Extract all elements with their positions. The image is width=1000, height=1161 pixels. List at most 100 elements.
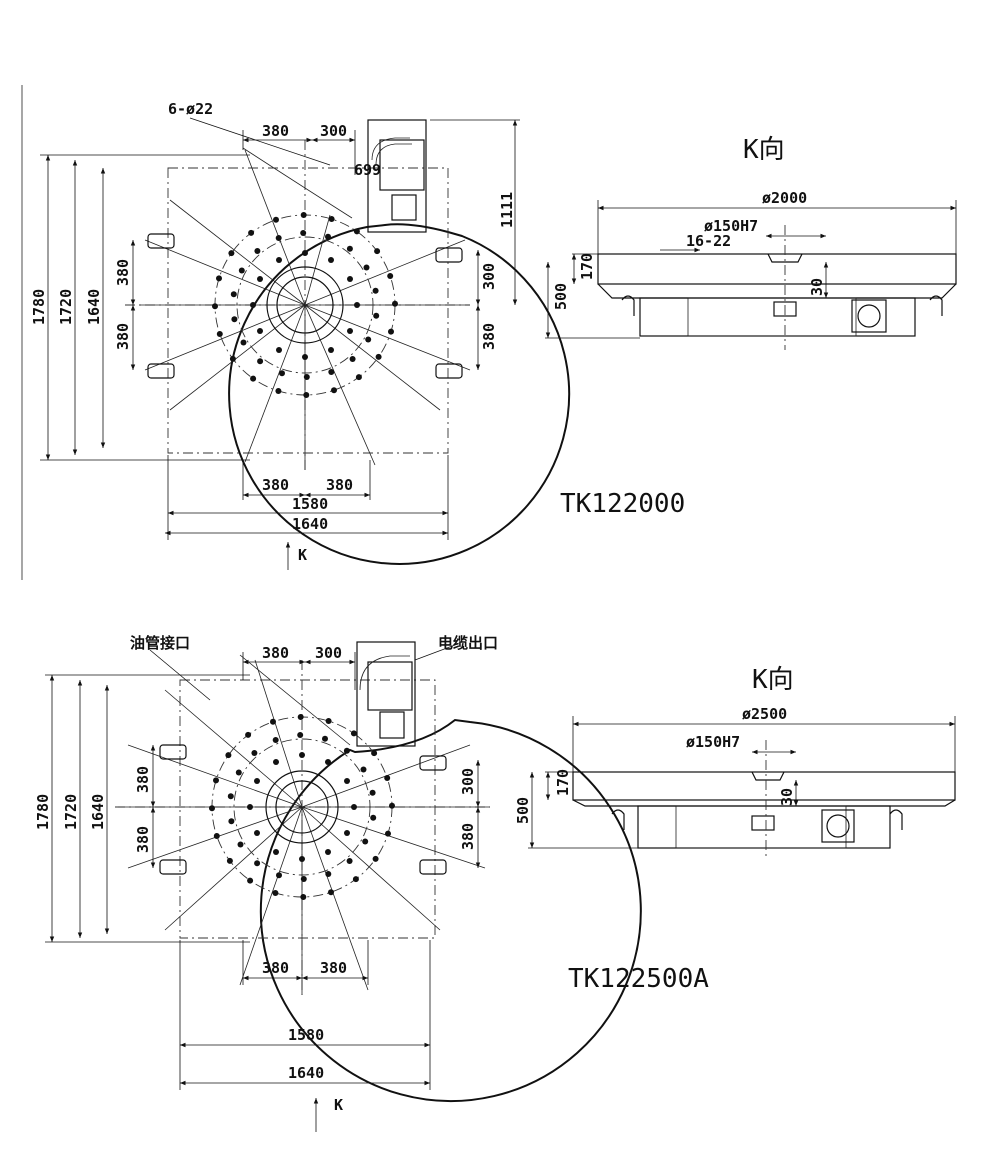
bolt-hole (300, 894, 307, 900)
bolt-hole (276, 347, 282, 353)
base-inner-1 (687, 297, 857, 337)
bolt-hole (372, 287, 379, 294)
dim-top-right-2: 300 (315, 644, 342, 662)
bolt-hole (303, 374, 310, 380)
table-edge-chord-2 (239, 654, 351, 746)
bolt-hole (247, 877, 254, 884)
dim-right-lower-2: 380 (459, 823, 477, 850)
table-edge-chord-1 (242, 147, 353, 219)
side-view-2: K向 ø2500 ø150H7 170 500 30 TK122500A (514, 665, 956, 994)
bolt-circle-inner-2 (233, 738, 371, 876)
side-dims-2 (528, 716, 956, 860)
bolt-hole (325, 718, 332, 724)
motor-circle-2 (826, 814, 850, 838)
bolt-hole (254, 830, 260, 836)
dim-top-left: 380 (262, 122, 289, 140)
bolt-hole (240, 339, 247, 346)
bolt-hole (375, 353, 382, 360)
bolt-hole (273, 216, 279, 223)
dim-overall-1640: 1640 (85, 289, 103, 325)
bolt-hole (370, 814, 377, 821)
bolt-hole (257, 328, 263, 334)
bolt-hole (228, 250, 235, 257)
bolt-hole (270, 718, 276, 725)
model-label-1: TK122000 (560, 489, 685, 519)
motor-end-2 (821, 809, 855, 843)
bolt-hole (226, 857, 233, 864)
bolt-hole (350, 730, 357, 737)
bolt-hole (248, 229, 255, 236)
bolt-hole (385, 830, 391, 837)
bolt-hole (213, 833, 220, 839)
dim-cable-offset: 699 (354, 161, 381, 179)
dim-bore-2: ø150H7 (686, 733, 740, 751)
motor-end-1 (851, 299, 887, 333)
bolt-hole (331, 387, 337, 394)
bolt-hole (237, 841, 244, 848)
bolt-hole (347, 328, 353, 334)
bolt-hole (325, 849, 331, 855)
bolt-hole (303, 392, 310, 398)
bolt-hole (328, 369, 335, 375)
bolt-hole (275, 388, 282, 394)
bolt-hole (230, 291, 237, 298)
bolt-hole (279, 370, 285, 377)
plan-dims-1 (40, 117, 520, 570)
dim-overall-1720-2: 1720 (62, 794, 80, 830)
dim-height-170-1: 170 (578, 253, 596, 280)
motor-box-2 (356, 641, 416, 747)
bolt-hole (257, 358, 264, 365)
table-chamfer-1 (597, 283, 957, 299)
bolt-hole (325, 233, 331, 240)
base-outline-1 (167, 167, 449, 454)
side-view-1: K向 ø2000 ø150H7 16-22 170 500 30 TK12200 (545, 135, 957, 519)
bolt-hole (272, 890, 279, 896)
bolt-hole (344, 778, 350, 784)
dim-bore-1: ø150H7 (704, 217, 758, 235)
base-body-1 (639, 297, 916, 337)
bolt-hole (216, 275, 222, 282)
dim-height-500-2: 500 (514, 797, 532, 824)
bolt-hole (328, 257, 334, 263)
dim-left-upper: 380 (114, 259, 132, 286)
bolt-hole (247, 804, 253, 810)
dim-diameter-1: ø2000 (762, 189, 807, 207)
table-top-1 (597, 253, 957, 285)
table-top-2 (572, 771, 956, 801)
bolt-hole (276, 257, 282, 263)
bolt-hole (373, 312, 380, 319)
view-arrow-label-2: K (334, 1096, 343, 1114)
view-label-1: K向 (743, 135, 785, 165)
bolt-hole (302, 354, 308, 360)
bolt-hole (209, 805, 215, 812)
plan-view-2: 油管接口 电缆出口 380 300 300 380 380 380 1780 1… (34, 634, 642, 1132)
bolt-hole (346, 245, 353, 252)
bolt-hole (365, 336, 372, 343)
bolt-hole (300, 230, 307, 236)
clamp-lugs-1 (147, 233, 463, 379)
bolt-hole (325, 759, 331, 765)
bore-1 (767, 253, 803, 263)
bolt-hole (349, 356, 356, 362)
dim-right-lower: 380 (480, 323, 498, 350)
bolt-hole (299, 856, 305, 862)
bolt-hole (302, 250, 308, 256)
bolt-hole (254, 860, 261, 867)
view-label-2: K向 (752, 665, 794, 695)
bolt-circle-inner-1 (236, 236, 374, 374)
bolt-hole (387, 273, 394, 279)
side-dims-1 (545, 200, 957, 350)
dim-depth-30-1: 30 (808, 278, 826, 296)
oil-port-label: 油管接口 (130, 634, 190, 652)
bolt-holes-1 (212, 212, 398, 398)
bolt-hole (344, 830, 350, 836)
port-2 (751, 815, 775, 831)
hub-inner-2 (275, 780, 329, 834)
table-chamfer-2 (572, 799, 956, 807)
bolt-hole (299, 752, 305, 758)
dim-left-upper-2: 380 (134, 766, 152, 793)
dim-right-upper-2: 300 (459, 768, 477, 795)
dim-overall-1640-2: 1640 (89, 794, 107, 830)
bolt-hole (272, 737, 279, 743)
dim-left-lower-2: 380 (134, 826, 152, 853)
